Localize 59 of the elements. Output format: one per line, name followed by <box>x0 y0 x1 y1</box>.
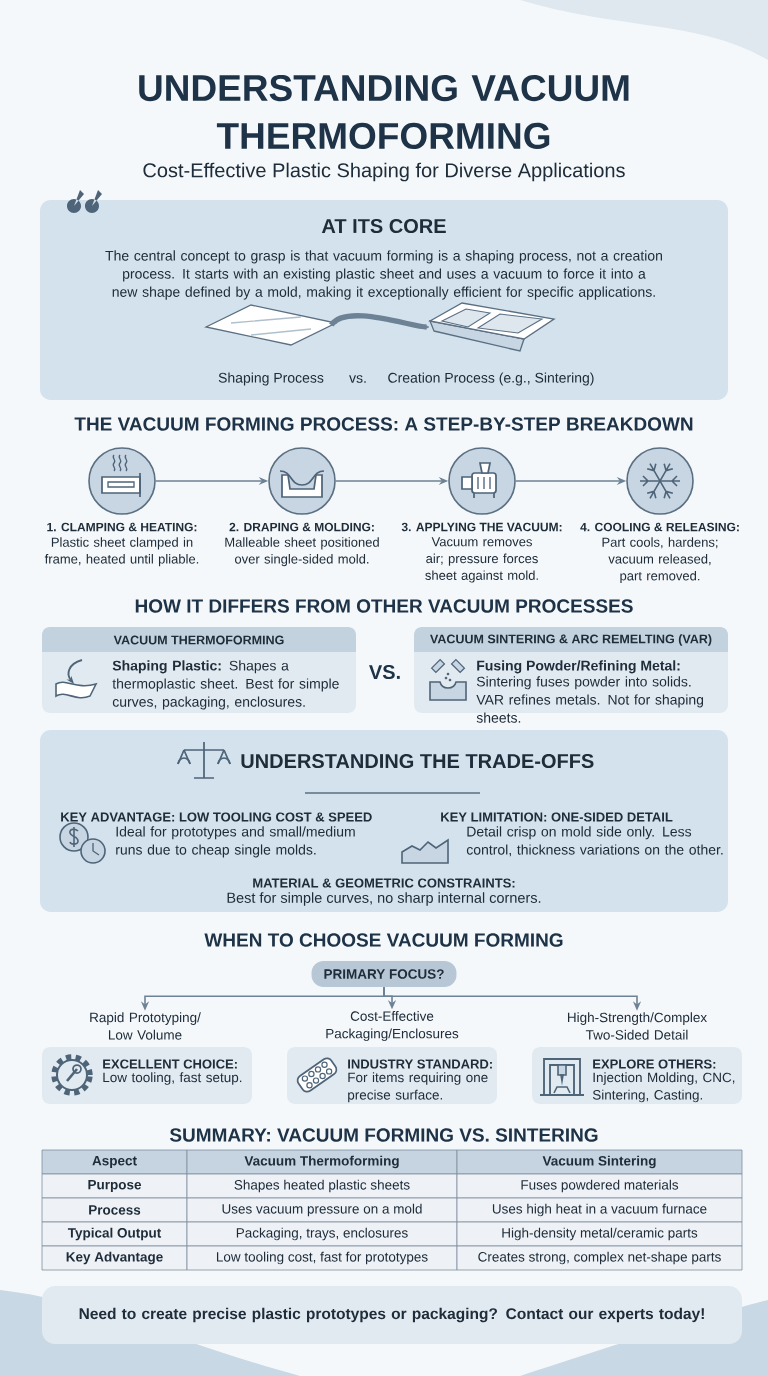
card-text: Shaping Plastic: Shapes a thermoplastic sheet. Best for simple curves, packaging, enclosures. <box>112 660 339 710</box>
constraints-heading: MATERIAL & GEOMETRIC CONSTRAINTS: <box>253 878 515 888</box>
choice-heading: INDUSTRY STANDARD: <box>348 1059 492 1069</box>
decision-pill: PRIMARY FOCUS? <box>311 961 457 987</box>
table-cell: Key Advantage <box>41 1245 188 1271</box>
table-cell: Creates strong, complex net-shape parts <box>456 1245 743 1271</box>
option-label: Rapid Prototyping/ Low Volume <box>90 1012 201 1040</box>
step-title: 1. CLAMPING & HEATING: <box>47 522 197 532</box>
table-cell: Uses high heat in a vacuum furnace <box>456 1197 743 1223</box>
choice-text: Injection Molding, CNC, Sintering, Casting. <box>592 1072 735 1103</box>
caption: Creation Process (e.g., Sintering) <box>388 372 594 386</box>
title: UNDERSTANDING VACUUM THERMOFORMING <box>139 75 629 149</box>
choice-heading: EXPLORE OTHERS: <box>593 1059 716 1069</box>
table-cell: Process <box>41 1197 188 1223</box>
table-cell: Fuses powdered materials <box>456 1173 743 1199</box>
table-header-cell: Aspect <box>41 1149 188 1175</box>
call-to-action-box: Need to create precise plastic prototypes or packaging? Contact our experts today! <box>42 1286 742 1344</box>
option-label: High-Strength/Complex Two-Sided Detail <box>568 1012 707 1040</box>
choice-text: For items requiring one precise surface. <box>348 1072 488 1103</box>
step-title: 2. DRAPING & MOLDING: <box>229 522 374 532</box>
limitation-heading: KEY LIMITATION: ONE-SIDED DETAIL <box>441 812 673 822</box>
table-cell: Shapes heated plastic sheets <box>186 1173 458 1199</box>
step-description: Part cools, hardens; vacuum released, part removed. <box>602 537 718 583</box>
table-cell: Low tooling cost, fast for prototypes <box>186 1245 458 1271</box>
card-header: VACUUM THERMOFORMING <box>42 627 356 652</box>
table-header-cell: Vacuum Sintering <box>456 1149 743 1175</box>
section-heading: UNDERSTANDING THE TRADE-OFFS <box>241 753 594 769</box>
step-description: Malleable sheet positioned over single-sided mold. <box>225 537 379 567</box>
arrow <box>329 313 430 330</box>
constraints-text: Best for simple curves, no sharp internal corners. <box>227 892 541 906</box>
advantage-heading: KEY ADVANTAGE: LOW TOOLING COST & SPEED <box>61 812 372 822</box>
choice-heading: EXCELLENT CHOICE: <box>103 1059 237 1069</box>
table-cell: Packaging, trays, enclosures <box>186 1221 458 1247</box>
step-title: 3. APPLYING THE VACUUM: <box>401 522 562 532</box>
vs-label: VS. <box>369 664 400 680</box>
caption: vs. <box>349 375 366 383</box>
limitation-text: Detail crisp on mold side only. Less control, thickness variations on the other. <box>466 826 723 857</box>
card-text: Sintering fuses powder into solids. VAR refines metals. Not for shaping sheets. <box>476 676 704 723</box>
step-title: 4. COOLING & RELEASING: <box>580 522 739 532</box>
table-cell: Uses vacuum pressure on a mold <box>186 1197 458 1223</box>
advantage-text: Ideal for prototypes and small/medium runs due to cheap single molds. <box>116 826 355 858</box>
section-heading: SUMMARY: VACUUM FORMING VS. SINTERING <box>169 1128 598 1142</box>
card-subheading: Fusing Powder/Refining Metal: <box>477 660 680 674</box>
card-header: VACUUM SINTERING & ARC REMELTING (VAR) <box>414 627 728 652</box>
step-description: Vacuum removes air; pressure forces sheet against mold. <box>425 537 538 583</box>
choice-text: Low tooling, fast setup. <box>103 1072 242 1085</box>
section-heading: WHEN TO CHOOSE VACUUM FORMING <box>204 933 563 947</box>
table-cell: Typical Output <box>41 1221 188 1247</box>
step-description: Plastic sheet clamped in frame, heated until pliable. <box>44 537 199 567</box>
option-label: Cost-Effective Packaging/Enclosures <box>326 1011 459 1042</box>
table-header-cell: Vacuum Thermoforming <box>186 1149 458 1175</box>
section-heading: HOW IT DIFFERS FROM OTHER VACUUM PROCESSES <box>135 599 633 613</box>
table-cell: High-density metal/ceramic parts <box>456 1221 743 1247</box>
section-heading: THE VACUUM FORMING PROCESS: A STEP-BY-STEP BREAKDOWN <box>74 417 693 431</box>
caption: Shaping Process <box>218 372 324 386</box>
subtitle: Cost-Effective Plastic Shaping for Diverse Applications <box>143 162 625 182</box>
paragraph: The central concept to grasp is that vacuum forming is a shaping process, not a creation process. It starts with an existing plastic sheet and uses a vacuum to force it into a new shape defined by a mold, making it exceptionally efficient for specific applications. <box>105 250 662 300</box>
table-cell: Purpose <box>41 1173 188 1199</box>
section-heading: AT ITS CORE <box>321 218 446 234</box>
